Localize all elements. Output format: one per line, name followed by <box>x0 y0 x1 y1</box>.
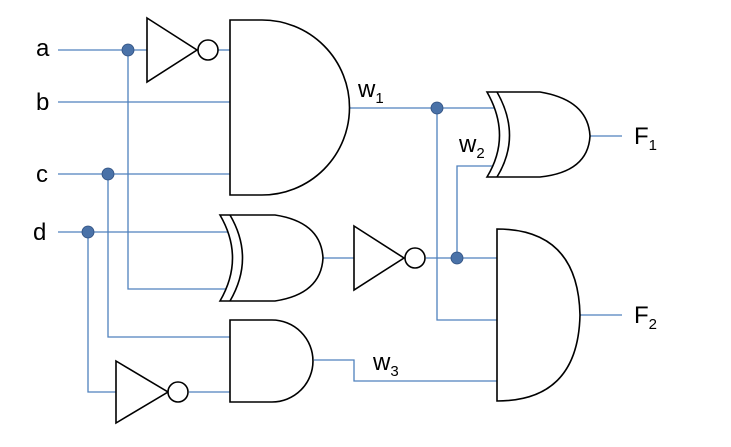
and-gate-3 <box>229 319 314 403</box>
wire-w3 <box>314 359 497 382</box>
not-gate-or2 <box>353 224 426 292</box>
wire-label-w2: w2 <box>458 131 485 162</box>
or-gate-f1 <box>485 91 591 178</box>
wire-label-w1: w1 <box>357 76 384 107</box>
junction-dot-c <box>101 167 115 181</box>
junction-dot-w1 <box>430 101 444 115</box>
wire-w1-branch <box>436 108 497 321</box>
wire-w2-branch <box>456 165 500 258</box>
labels: a b c d w1 w2 w3 F1 F2 <box>33 35 657 380</box>
junctions <box>81 43 464 265</box>
not-gate-a <box>146 16 219 84</box>
input-label-d: d <box>33 219 46 246</box>
output-label-f2: F2 <box>634 302 657 333</box>
gates <box>115 16 591 425</box>
not-gate-d <box>115 359 189 425</box>
junction-dot-a <box>121 43 135 57</box>
and-gate-1 <box>229 19 351 196</box>
input-label-c: c <box>36 161 48 188</box>
output-label-f1: F1 <box>634 123 657 154</box>
wire-a-branch <box>127 50 230 290</box>
and-gate-f2 <box>496 228 581 402</box>
or-gate-2 <box>218 214 324 302</box>
input-label-b: b <box>36 89 49 116</box>
wire-c-branch <box>107 174 230 338</box>
junction-dot-d <box>81 225 95 239</box>
wire-label-w3: w3 <box>372 349 399 380</box>
input-label-a: a <box>36 35 50 62</box>
wire-d-branch <box>87 232 116 393</box>
junction-dot-w2 <box>450 251 464 265</box>
